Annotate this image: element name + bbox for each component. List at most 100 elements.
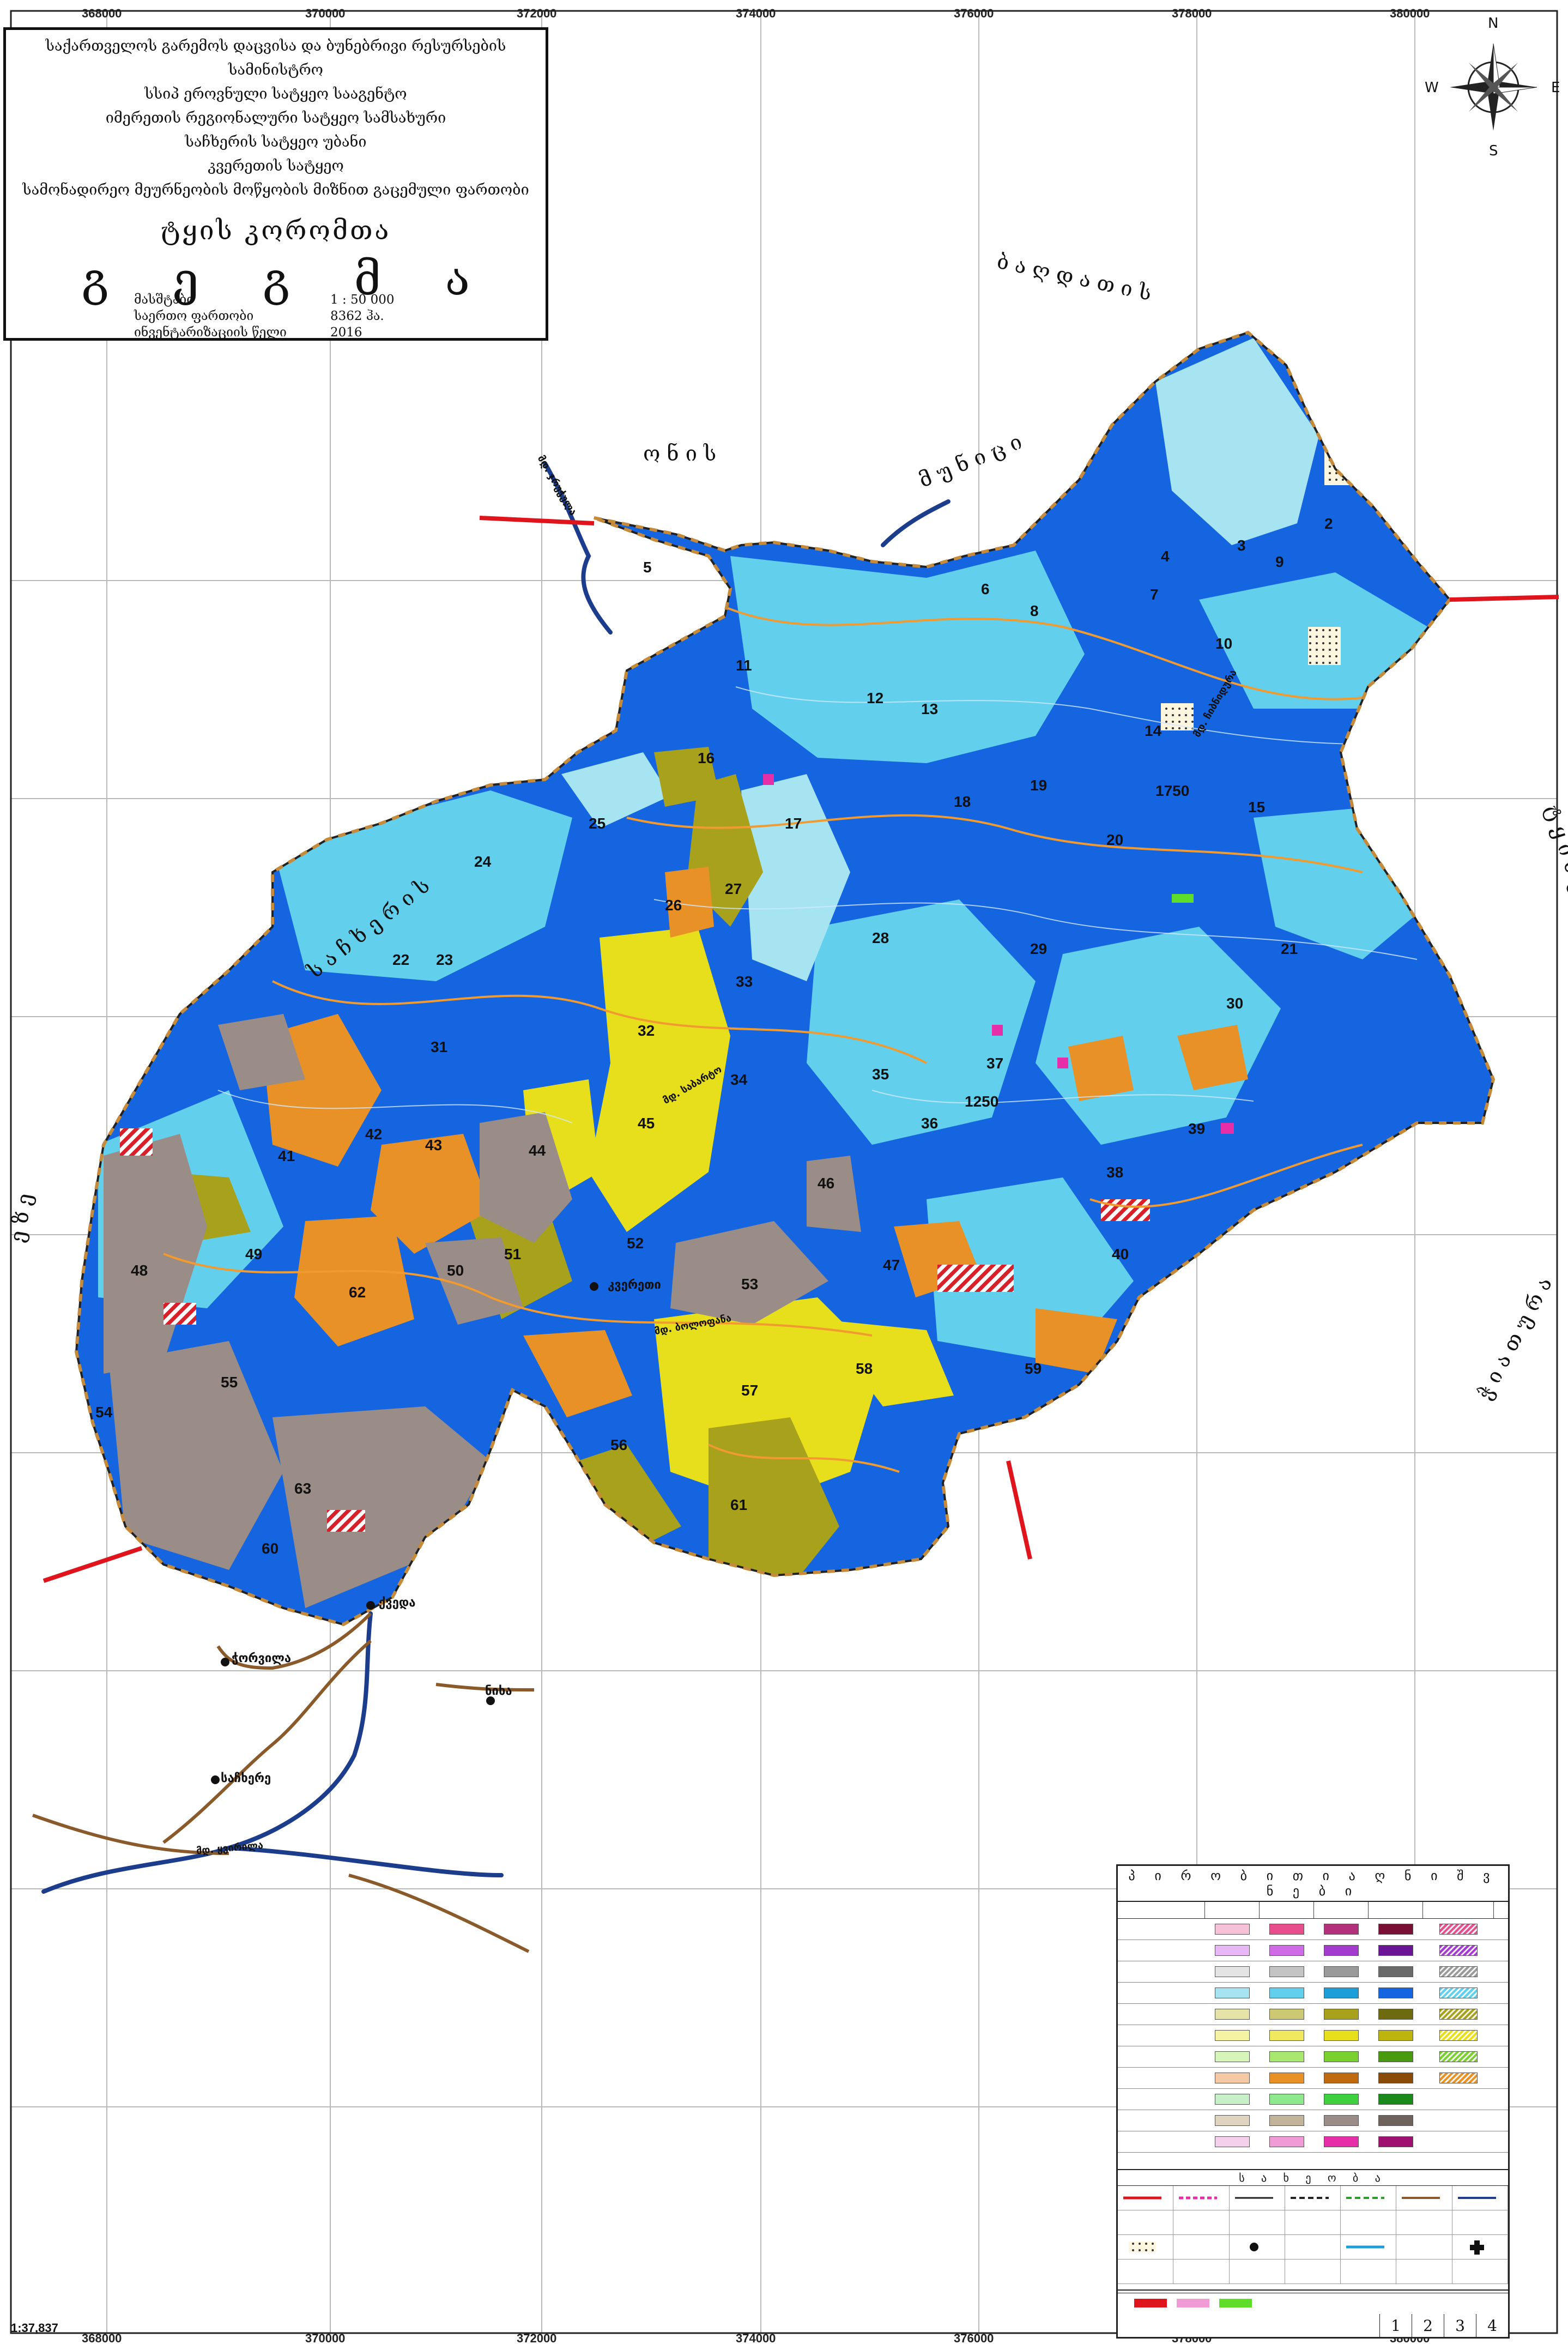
legend-swatch xyxy=(1439,1924,1478,1935)
legend-row xyxy=(1118,2110,1508,2131)
quarter-number: 45 xyxy=(638,1115,655,1132)
legend-row xyxy=(1118,1919,1508,1940)
legend-row xyxy=(1118,1961,1508,1983)
coord-label: 368000 xyxy=(82,2331,122,2344)
age-classes: 1 2 3 4 xyxy=(1379,2314,1508,2337)
legend-row xyxy=(1118,2131,1508,2153)
legend-swatch xyxy=(1215,1987,1250,1998)
legend-swatch xyxy=(1215,1966,1250,1977)
quarter-number: 51 xyxy=(504,1246,521,1262)
admin-borders xyxy=(43,516,1559,1583)
legend-row xyxy=(1118,2068,1508,2089)
map-metadata: მასშტაბი 1 : 50 000 საერთო ფართობი 8362 … xyxy=(134,292,394,341)
coord-label: 376000 xyxy=(954,2331,994,2344)
legend-swatch xyxy=(1378,1987,1413,1998)
quarter-number: 35 xyxy=(872,1066,889,1083)
legend-swatch xyxy=(1324,2136,1359,2147)
legend-swatch xyxy=(1378,1966,1413,1977)
place-label: საჩხერე xyxy=(221,1772,271,1785)
legend-row xyxy=(1118,2025,1508,2046)
title-letter: ე xyxy=(173,252,199,306)
quarter-number: 12 xyxy=(867,690,883,706)
roads xyxy=(32,1612,535,1953)
quarter-number: 37 xyxy=(986,1055,1003,1072)
quarter-number: 21 xyxy=(1281,940,1298,957)
legend-row xyxy=(1118,1983,1508,2004)
legend-swatch xyxy=(1439,2009,1478,2020)
boundary-label-top-left: ო ნ ი ს xyxy=(643,442,716,466)
coord-label: 376000 xyxy=(954,7,994,20)
quarter-number: 7 xyxy=(1150,586,1159,603)
quarter-number: 41 xyxy=(278,1147,295,1164)
quarter-number: 43 xyxy=(425,1137,442,1153)
quarter-number: 16 xyxy=(698,750,715,766)
quarter-number: 55 xyxy=(221,1374,238,1391)
rivers xyxy=(41,461,951,1894)
meta-value: 2016 xyxy=(330,325,362,340)
legend-subtitle-2 xyxy=(1118,2289,1508,2293)
quarter-number: 23 xyxy=(436,951,453,968)
legend-row xyxy=(1118,1940,1508,1961)
coord-label: 374000 xyxy=(736,2331,776,2344)
boundary-label-bottom-right: ჭ ი ა თ უ რ ა xyxy=(1473,1273,1557,1404)
legend-swatch xyxy=(1439,2030,1478,2041)
quarter-number: 18 xyxy=(954,793,971,810)
quarter-number: 59 xyxy=(1025,1360,1042,1377)
legend-swatch xyxy=(1269,2115,1304,2126)
quarter-number: 14 xyxy=(1145,722,1162,739)
legend-swatch xyxy=(1439,2073,1478,2083)
title-letter: გ xyxy=(81,252,109,306)
legend-swatch xyxy=(1324,2030,1359,2041)
legend-swatch xyxy=(1215,2115,1250,2126)
coord-label: 372000 xyxy=(517,2331,556,2344)
quarter-number: 34 xyxy=(730,1071,748,1088)
quarter-number: 52 xyxy=(627,1235,644,1252)
quarter-number: 2 xyxy=(1324,515,1333,532)
legend-swatch xyxy=(1378,2051,1413,2062)
quarter-number: 17 xyxy=(785,815,802,832)
legend-swatch xyxy=(1378,1945,1413,1956)
quarter-number: 50 xyxy=(447,1262,464,1279)
legend-swatch xyxy=(1215,2073,1250,2083)
title-line: სსიპ ეროვნული სატყეო სააგენტო xyxy=(144,86,407,102)
legend-swatch xyxy=(1269,2094,1304,2105)
legend-swatch xyxy=(1269,1987,1304,1998)
legend-swatch xyxy=(1215,1924,1250,1935)
legend-row xyxy=(1118,2046,1508,2068)
legend-swatch xyxy=(1215,2136,1250,2147)
elevation-label: 1250 xyxy=(965,1093,998,1110)
legend-swatch xyxy=(1215,2009,1250,2020)
quarter-number: 49 xyxy=(245,1246,262,1262)
legend-swatch xyxy=(1439,1966,1478,1977)
quarter-number: 8 xyxy=(1030,602,1039,619)
quarter-number: 30 xyxy=(1226,995,1243,1012)
forest-stands xyxy=(76,333,1493,1624)
age-class: 3 xyxy=(1444,2314,1476,2337)
place-label: ქვედა xyxy=(379,1596,416,1610)
legend-swatch xyxy=(1215,2030,1250,2041)
quarter-number: 6 xyxy=(981,581,990,597)
quarter-number: 26 xyxy=(665,897,682,914)
legend-swatch xyxy=(1378,2136,1413,2147)
quarter-number: 31 xyxy=(431,1038,447,1055)
title-block: საქართველოს გარემოს დაცვისა და ბუნებრივი… xyxy=(3,27,548,341)
map-title-word: გ ე გ მ ა xyxy=(6,252,546,306)
legend-swatch xyxy=(1269,2136,1304,2147)
quarter-number: 39 xyxy=(1188,1120,1205,1137)
legend-symbols xyxy=(1118,2186,1508,2284)
quarter-number: 5 xyxy=(643,559,652,576)
legend-row xyxy=(1118,2089,1508,2110)
quarter-number: 36 xyxy=(921,1115,938,1132)
map-neatline xyxy=(10,10,1558,2334)
quarter-number: 38 xyxy=(1106,1164,1123,1181)
legend-swatch xyxy=(1439,1987,1478,1998)
quarter-number: 46 xyxy=(818,1175,834,1192)
meta-key: მასშტაბი xyxy=(134,293,194,307)
title-line: სამონადირეო მეურნეობის მოწყობის მიზნით გ… xyxy=(22,182,529,198)
meta-key: საერთო ფართობი xyxy=(134,309,254,323)
legend-bars xyxy=(1118,2293,1508,2313)
boundary-label-top-mid: მ უ ნ ი ც ი xyxy=(916,430,1026,493)
boundary-label-top: ბ ა ღ დ ა თ ი ს xyxy=(995,249,1153,305)
compass-south: S xyxy=(1489,143,1498,159)
compass-north: N xyxy=(1488,15,1499,32)
